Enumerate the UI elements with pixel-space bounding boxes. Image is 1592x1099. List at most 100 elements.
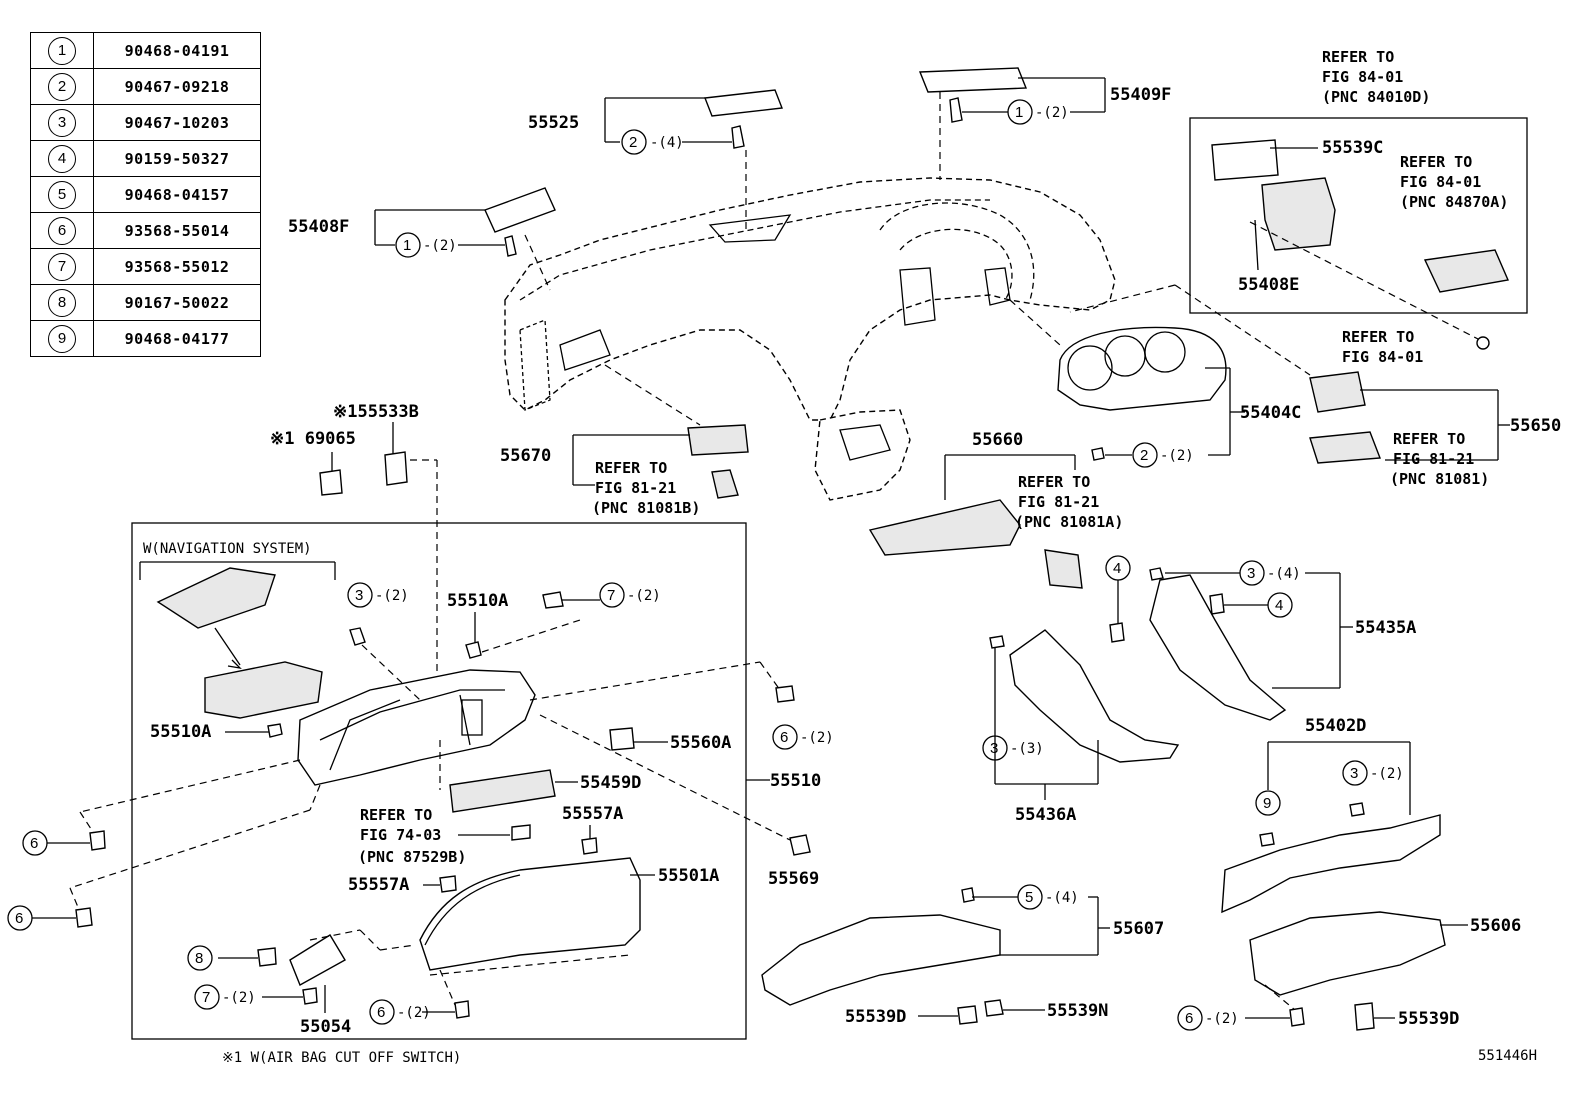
legend-callout-number: 6 — [48, 216, 76, 245]
label-55525: 55525 — [528, 113, 579, 133]
refer-label: REFER TO — [1342, 328, 1414, 346]
side-bolts: 6 6 — [7, 759, 321, 931]
part-55607: 5 -(4) 55607 55539D 55539N — [761, 884, 1164, 1027]
label-55408E: 55408E — [1238, 275, 1299, 295]
svg-text:2: 2 — [629, 134, 637, 151]
callout-2-qty: -(2) — [1160, 448, 1194, 464]
legend-part-number: 90167-50022 — [93, 284, 261, 321]
callout-6-qty: -(2) — [800, 730, 834, 746]
label-55557A-top: 55557A — [562, 804, 623, 824]
callout-5-icon — [1017, 884, 1043, 910]
refer-label: REFER TO — [1400, 153, 1472, 171]
callout-1-icon — [395, 232, 421, 258]
callout-2-icon — [1132, 442, 1158, 468]
instrument-panel-body — [504, 177, 1116, 501]
callout-1-icon — [1007, 99, 1033, 125]
callout-6-qty: -(2) — [1205, 1011, 1239, 1027]
label-55510A-top: 55510A — [447, 591, 508, 611]
label-55539C: 55539C — [1322, 138, 1383, 158]
refer-pnc: (PNC 81081B) — [592, 499, 700, 517]
legend-row: 7 93568-55012 — [30, 248, 261, 285]
legend-part-number: 90467-10203 — [93, 104, 261, 141]
legend-part-number: 90468-04157 — [93, 176, 261, 213]
refer-fig: FIG 81-21 — [1393, 450, 1474, 468]
label-55054: 55054 — [300, 1017, 351, 1037]
refer-pnc: (PNC 81081A) — [1015, 513, 1123, 531]
label-55501A: 55501A — [658, 866, 719, 886]
svg-text:6: 6 — [780, 729, 788, 746]
legend-callout-number: 8 — [48, 288, 76, 317]
callout-4-icon — [1267, 592, 1293, 618]
callout-6-icon — [7, 905, 33, 931]
legend-callout-number: 5 — [48, 180, 76, 209]
svg-text:4: 4 — [1113, 560, 1121, 577]
part-55533B: ※155533B ※1 69065 — [270, 402, 438, 735]
nav-system-note: W(NAVIGATION SYSTEM) — [143, 541, 312, 557]
refer-fig: FIG 84-01 — [1322, 68, 1403, 86]
legend-callout-number: 2 — [48, 72, 76, 101]
part-box-55539C: REFER TO FIG 84-01 (PNC 84010D) 55539C 5… — [1069, 48, 1528, 350]
refer-fig: FIG 74-03 — [360, 826, 441, 844]
part-55436A: 4 3 -(3) 55436A — [982, 555, 1180, 825]
callout-6-icon — [369, 999, 395, 1025]
callout-7-icon — [194, 984, 220, 1010]
svg-text:9: 9 — [1263, 795, 1271, 812]
part-55525: 55525 2 -(4) — [528, 89, 783, 230]
refer-label: REFER TO — [360, 806, 432, 824]
refer-fig: FIG 81-21 — [1018, 493, 1099, 511]
refer-pnc: (PNC 81081) — [1390, 470, 1489, 488]
refer-label: REFER TO — [1018, 473, 1090, 491]
part-55404C: 55404C 2 -(2) — [1009, 284, 1311, 468]
callout-2-icon — [621, 129, 647, 155]
callout-6-icon — [772, 724, 798, 750]
label-55660: 55660 — [972, 430, 1023, 450]
svg-text:7: 7 — [607, 587, 615, 604]
label-55533B: ※155533B — [333, 402, 419, 422]
svg-text:3: 3 — [1247, 565, 1255, 582]
label-55402D: 55402D — [1305, 716, 1366, 736]
legend-part-number: 93568-55012 — [93, 248, 261, 285]
callout-3-qty: -(4) — [1267, 566, 1301, 582]
label-55606: 55606 — [1470, 916, 1521, 936]
glovebox-assembly-box: W(NAVIGATION SYSTEM) 55510A 3 -(2) 55510… — [131, 522, 834, 1040]
callout-9-icon — [1255, 790, 1281, 816]
svg-text:6: 6 — [30, 835, 38, 852]
label-55650: 55650 — [1510, 416, 1561, 436]
refer-fig: FIG 84-01 — [1342, 348, 1423, 366]
refer-pnc: (PNC 84010D) — [1322, 88, 1430, 106]
label-55404C: 55404C — [1240, 403, 1301, 423]
callout-3-icon — [347, 582, 373, 608]
label-55539N: 55539N — [1047, 1001, 1108, 1021]
callout-3-icon — [1342, 760, 1368, 786]
legend-callout-number: 1 — [48, 36, 76, 65]
label-55510A-left: 55510A — [150, 722, 211, 742]
callout-6-icon — [22, 830, 48, 856]
svg-text:6: 6 — [1185, 1010, 1193, 1027]
svg-text:3: 3 — [1350, 765, 1358, 782]
refer-label: REFER TO — [1322, 48, 1394, 66]
refer-pnc: (PNC 87529B) — [358, 848, 466, 866]
legend-row: 5 90468-04157 — [30, 176, 261, 213]
callout-6-icon — [1177, 1005, 1203, 1031]
refer-pnc: (PNC 84870A) — [1400, 193, 1508, 211]
legend-callout-number: 7 — [48, 252, 76, 281]
label-55539D-a: 55539D — [845, 1007, 906, 1027]
callout-6-qty: -(2) — [397, 1005, 431, 1021]
part-55435A: 3 -(4) 55435A 4 — [1149, 560, 1416, 721]
label-55436A: 55436A — [1015, 805, 1076, 825]
callout-7-qty: -(2) — [627, 588, 661, 604]
callout-3-qty: -(2) — [375, 588, 409, 604]
part-55402D: 55402D 3 -(2) 9 — [1221, 716, 1441, 914]
legend-part-number: 90468-04191 — [93, 32, 261, 69]
callout-3-qty: -(3) — [1010, 741, 1044, 757]
svg-text:6: 6 — [15, 910, 23, 927]
label-55557A-left: 55557A — [348, 875, 409, 895]
label-55560A: 55560A — [670, 733, 731, 753]
svg-text:8: 8 — [195, 950, 203, 967]
label-55459D: 55459D — [580, 773, 641, 793]
